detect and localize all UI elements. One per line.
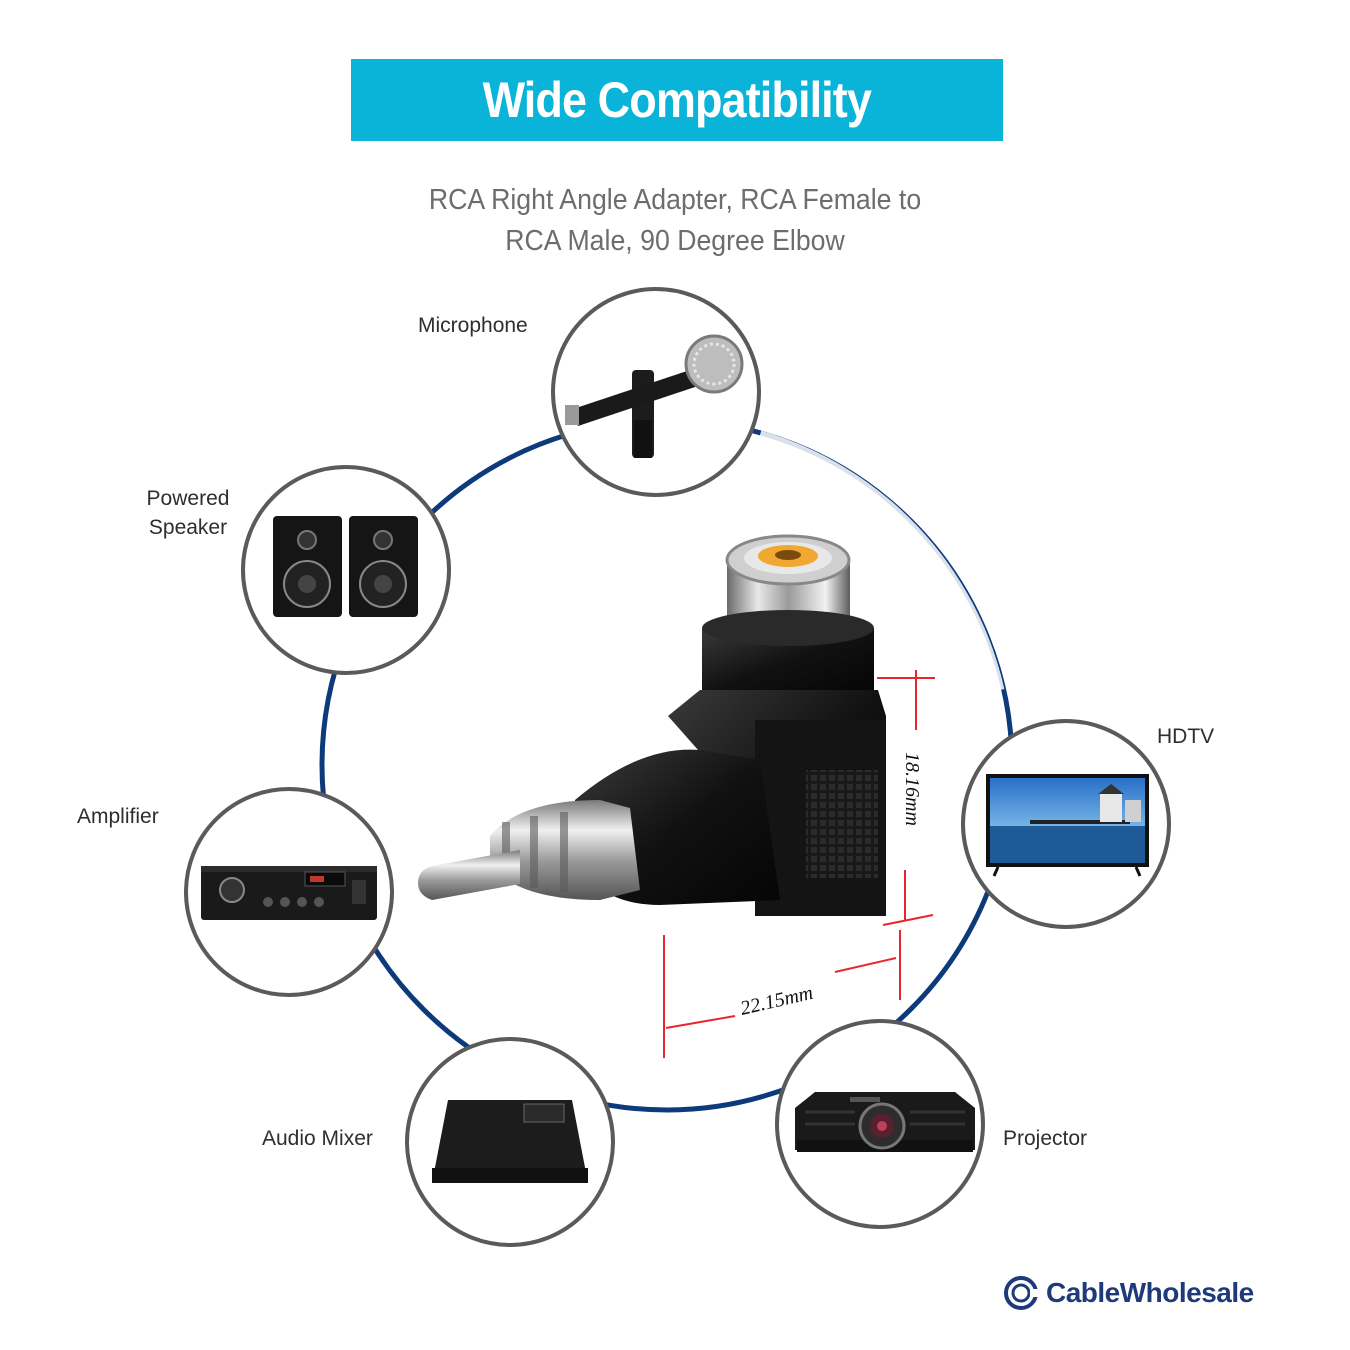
width-dimension (663, 930, 901, 1058)
label-powered-speaker: Powered Speaker (140, 484, 236, 542)
rca-adapter-image (418, 534, 886, 916)
label-hdtv: HDTV (1157, 725, 1215, 748)
banner-title: Wide Compatibility (482, 72, 872, 128)
brand-name: CableWholesale (1046, 1277, 1254, 1308)
projector-circle (775, 1019, 985, 1229)
label-microphone: Microphone (418, 314, 528, 337)
label-amplifier: Amplifier (77, 805, 159, 828)
speaker-icon (273, 516, 418, 617)
label-speaker-line-2: Speaker (148, 516, 228, 539)
amplifier-circle (184, 787, 394, 997)
mixer-circle (405, 1037, 615, 1247)
subtitle-line-1: RCA Right Angle Adapter, RCA Female to (428, 184, 922, 216)
label-audio-mixer: Audio Mixer (262, 1127, 373, 1150)
label-speaker-line-1: Powered (146, 487, 230, 510)
brand-logo-icon (1004, 1276, 1038, 1310)
label-projector: Projector (1003, 1127, 1088, 1150)
projector-icon (795, 1092, 975, 1152)
title-banner: Wide Compatibility (351, 59, 1003, 141)
width-dimension-label: 22.15mm (738, 982, 815, 1020)
brand-logo: CableWholesale (1004, 1276, 1254, 1310)
speaker-circle (241, 465, 451, 675)
product-subtitle: RCA Right Angle Adapter, RCA Female to R… (376, 180, 974, 262)
mixer-icon (432, 1100, 588, 1183)
ring-fade (758, 430, 1005, 691)
amplifier-icon (201, 866, 377, 920)
hdtv-circle (961, 719, 1171, 929)
tv-icon (986, 774, 1149, 877)
height-dimension (877, 670, 935, 926)
subtitle-line-2: RCA Male, 90 Degree Elbow (505, 225, 845, 257)
height-dimension-label: 18.16mm (901, 752, 923, 826)
microphone-icon (565, 334, 744, 458)
microphone-circle (551, 287, 761, 497)
